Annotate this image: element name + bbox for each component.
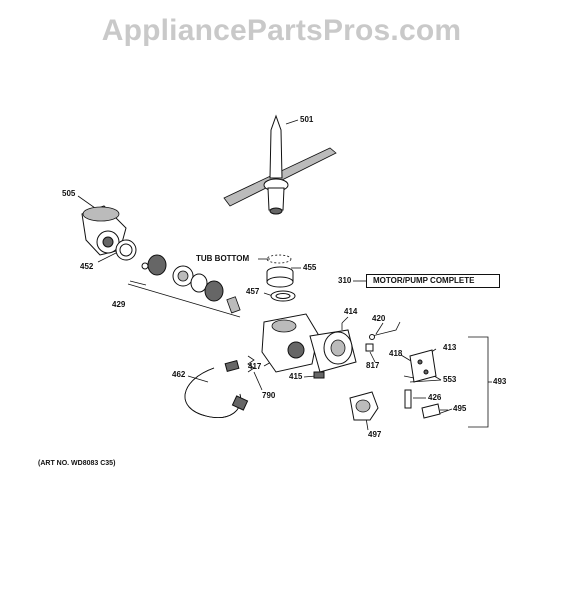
part-790-spring (247, 355, 255, 373)
part-number-553[interactable]: 553 (443, 375, 457, 384)
part-pump-motor (261, 313, 357, 379)
part-number-413[interactable]: 413 (443, 343, 457, 352)
part-457-ring (270, 290, 296, 302)
motor-pump-complete-label[interactable]: MOTOR/PUMP COMPLETE (366, 274, 500, 288)
part-number-497[interactable]: 497 (368, 430, 382, 439)
part-455-seal (266, 254, 294, 288)
leader-414 (341, 316, 349, 324)
part-number-417[interactable]: 417 (248, 362, 262, 371)
part-number-420[interactable]: 420 (372, 314, 386, 323)
bracket-493 (468, 336, 489, 428)
part-number-415[interactable]: 415 (289, 372, 303, 381)
leader-817 (369, 351, 376, 363)
part-number-495[interactable]: 495 (453, 404, 467, 413)
part-number-817[interactable]: 817 (366, 361, 380, 370)
part-number-452[interactable]: 452 (80, 262, 94, 271)
part-429-assembly (141, 254, 241, 314)
leader-429 (129, 280, 147, 286)
leader-505 (77, 195, 96, 209)
part-number-790[interactable]: 790 (262, 391, 276, 400)
part-413-bracket (403, 349, 437, 383)
leader-790 (253, 371, 263, 391)
tub-bottom-label: TUB BOTTOM (196, 254, 250, 263)
art-number: (ART NO. WD8083 C35) (38, 460, 116, 467)
leader-452 (97, 251, 119, 263)
part-817-clip (365, 343, 374, 352)
leader-462 (187, 375, 209, 383)
part-number-414[interactable]: 414 (344, 307, 358, 316)
part-505-fitting (81, 205, 127, 256)
leader-501 (285, 119, 299, 125)
part-497-bracket (349, 391, 379, 421)
part-426-495-sensors (404, 389, 448, 419)
part-number-455[interactable]: 455 (303, 263, 317, 272)
part-number-418[interactable]: 418 (389, 349, 403, 358)
part-number-462[interactable]: 462 (172, 370, 186, 379)
part-462-hose (184, 359, 249, 418)
part-number-426[interactable]: 426 (428, 393, 442, 402)
part-number-457[interactable]: 457 (246, 287, 260, 296)
watermark: AppliancePartsPros.com (101, 14, 462, 47)
bracket-429 (127, 283, 241, 318)
part-420-wire (369, 321, 401, 340)
part-number-429[interactable]: 429 (112, 300, 126, 309)
part-number-493[interactable]: 493 (493, 377, 507, 386)
part-501-spray-arm (223, 114, 337, 215)
part-number-310[interactable]: 310 (338, 276, 352, 285)
part-452-clamp (115, 239, 137, 261)
part-number-501[interactable]: 501 (300, 115, 314, 124)
part-number-505[interactable]: 505 (62, 189, 76, 198)
leader-418 (400, 354, 412, 362)
leader-420 (375, 322, 384, 335)
